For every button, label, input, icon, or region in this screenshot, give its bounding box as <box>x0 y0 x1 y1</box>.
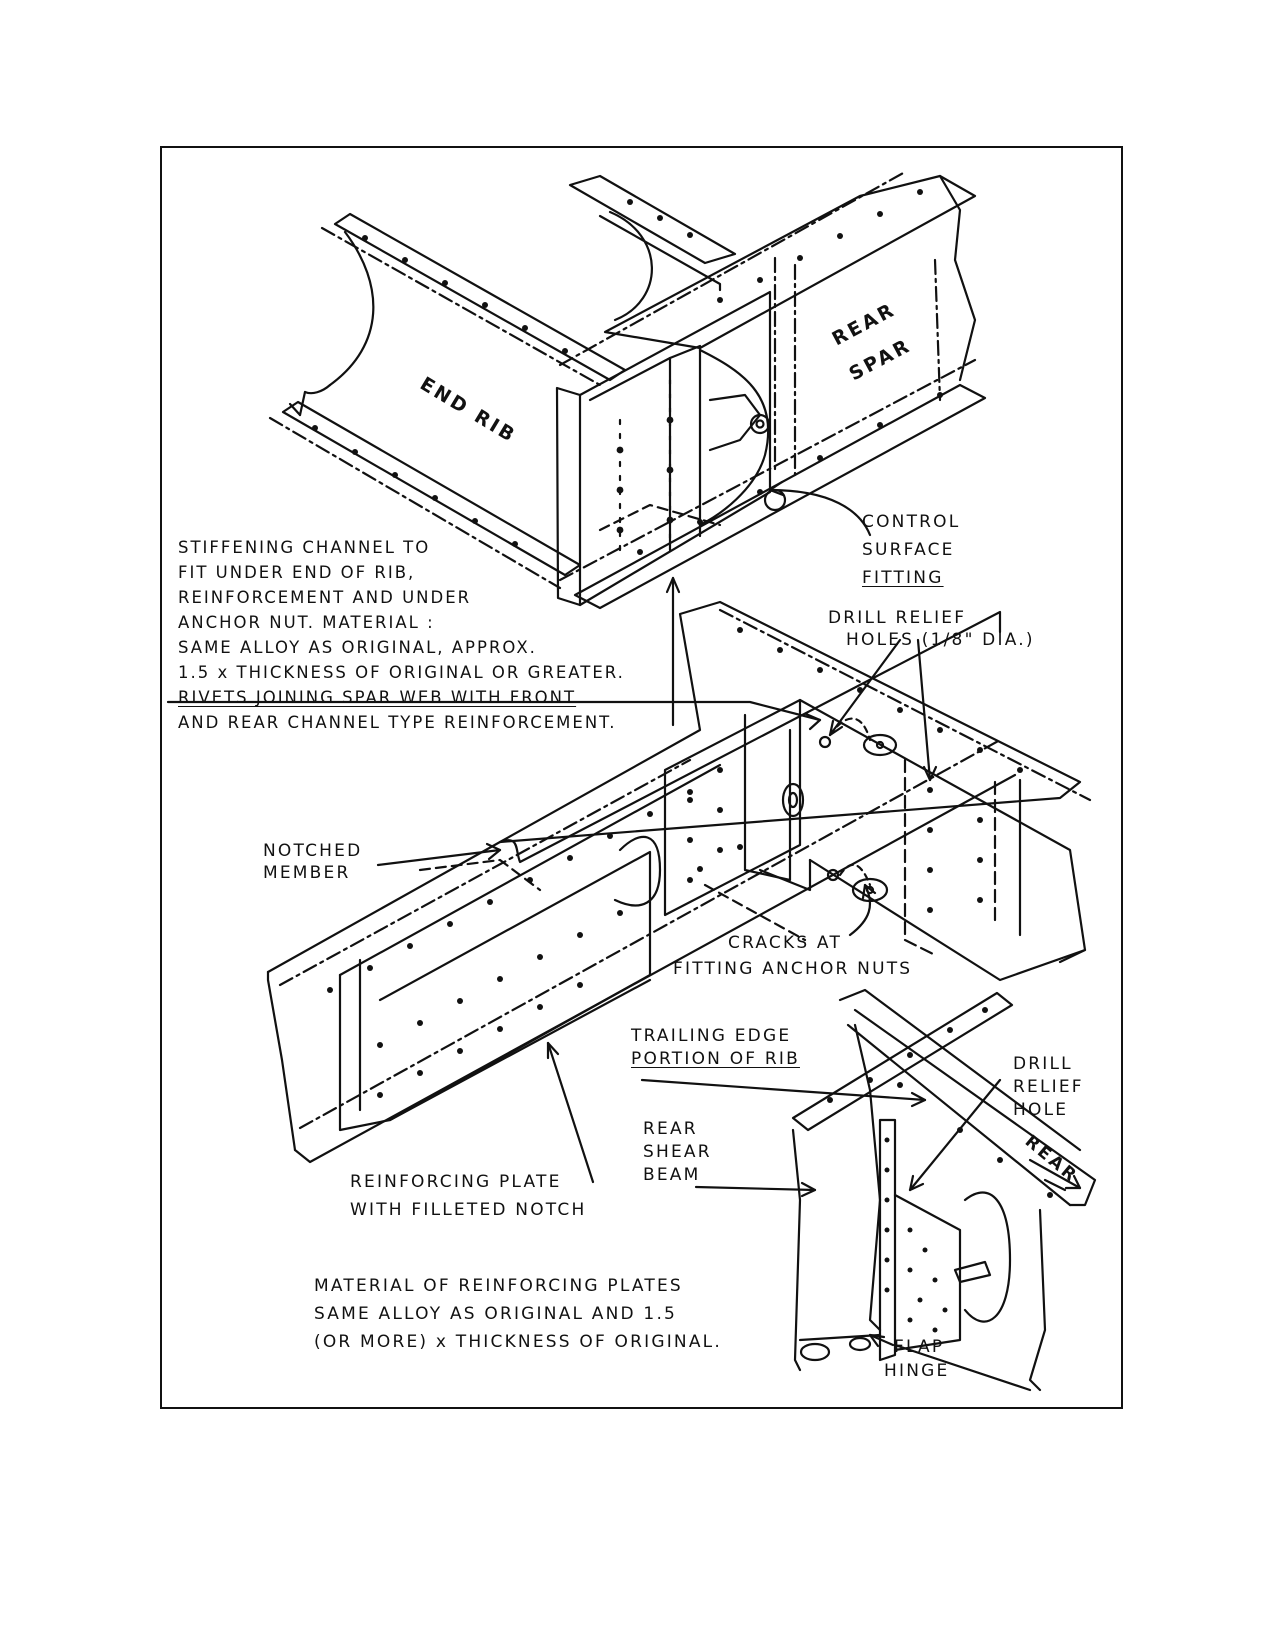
note-stiffening-channel: STIFFENING CHANNEL TO FIT UNDER END OF R… <box>178 535 625 735</box>
label-nm-line-1: NOTCHED <box>263 841 363 861</box>
label-cracks: CRACKS AT FITTING ANCHOR NUTS <box>673 930 912 982</box>
figure-border <box>160 146 1123 1409</box>
rivets-lower <box>827 1007 1053 1333</box>
label-drill-relief-hole: DRILL RELIEF HOLE <box>1013 1053 1084 1122</box>
label-trailing-edge: TRAILING EDGE PORTION OF RIB <box>631 1025 800 1071</box>
label-cracks-line-2: FITTING ANCHOR NUTS <box>673 959 913 979</box>
note-stiffening-line-3: REINFORCEMENT AND UNDER <box>178 588 472 607</box>
label-csf-line-1: CONTROL <box>862 512 961 532</box>
spar-reinforced <box>266 600 1092 1164</box>
note-stiffening-line-8: AND REAR CHANNEL TYPE REINFORCEMENT. <box>178 713 617 732</box>
label-nm-line-2: MEMBER <box>263 863 351 883</box>
label-rsb-line-3: BEAM <box>643 1165 701 1185</box>
note-stiffening-line-6: 1.5 x THICKNESS OF ORIGINAL OR GREATER. <box>178 663 625 682</box>
label-drh-line-1: DRILL RELIEF <box>828 608 967 628</box>
label-drh-line-2: HOLES (1/8" DIA.) <box>846 630 1035 650</box>
label-flap-hinge: FLAP HINGE <box>884 1335 949 1383</box>
label-drill-relief-holes: DRILL RELIEF HOLES (1/8" DIA.) <box>828 607 1035 651</box>
label-rp-line-2: WITH FILLETED NOTCH <box>350 1200 587 1220</box>
label-te-line-2: PORTION OF RIB <box>631 1049 800 1069</box>
note-material-line-3: (OR MORE) x THICKNESS OF ORIGINAL. <box>314 1332 722 1352</box>
note-material-line-1: MATERIAL OF REINFORCING PLATES <box>314 1276 683 1296</box>
leader-lines <box>166 480 1082 1348</box>
rivets-middle <box>327 627 1023 1098</box>
label-cracks-line-1: CRACKS AT <box>728 933 843 953</box>
label-notched-member: NOTCHED MEMBER <box>263 840 362 884</box>
trailing-edge-assembly <box>791 988 1097 1392</box>
label-rear-shear-beam: REAR SHEAR BEAM <box>643 1118 712 1187</box>
label-drhole-line-3: HOLE <box>1013 1100 1069 1120</box>
label-reinforcing-plate: REINFORCING PLATE WITH FILLETED NOTCH <box>350 1168 586 1224</box>
note-material-line-2: SAME ALLOY AS ORIGINAL AND 1.5 <box>314 1304 678 1324</box>
label-drhole-line-1: DRILL <box>1013 1054 1073 1074</box>
label-drhole-line-2: RELIEF <box>1013 1077 1084 1097</box>
label-te-line-1: TRAILING EDGE <box>631 1026 792 1046</box>
label-control-surface-fitting: CONTROL SURFACE FITTING <box>862 510 960 591</box>
label-csf-line-2: SURFACE <box>862 540 955 560</box>
label-csf-line-3: FITTING <box>862 568 944 588</box>
note-stiffening-line-7: RIVETS JOINING SPAR WEB WITH FRONT <box>178 688 577 707</box>
note-stiffening-line-1: STIFFENING CHANNEL TO <box>178 538 431 557</box>
note-material-reinforcing-plates: MATERIAL OF REINFORCING PLATES SAME ALLO… <box>314 1272 722 1356</box>
label-rsb-line-1: REAR <box>643 1119 698 1139</box>
note-stiffening-line-4: ANCHOR NUT. MATERIAL : <box>178 613 435 632</box>
label-fh-line-2: HINGE <box>884 1361 950 1381</box>
label-rsb-line-2: SHEAR <box>643 1142 712 1162</box>
label-rp-line-1: REINFORCING PLATE <box>350 1172 562 1192</box>
label-fh-line-1: FLAP <box>894 1337 945 1357</box>
rear-spar-top <box>555 170 987 610</box>
note-stiffening-line-5: SAME ALLOY AS ORIGINAL, APPROX. <box>178 638 537 657</box>
rivets-top <box>312 189 943 555</box>
note-stiffening-line-2: FIT UNDER END OF RIB, <box>178 563 416 582</box>
